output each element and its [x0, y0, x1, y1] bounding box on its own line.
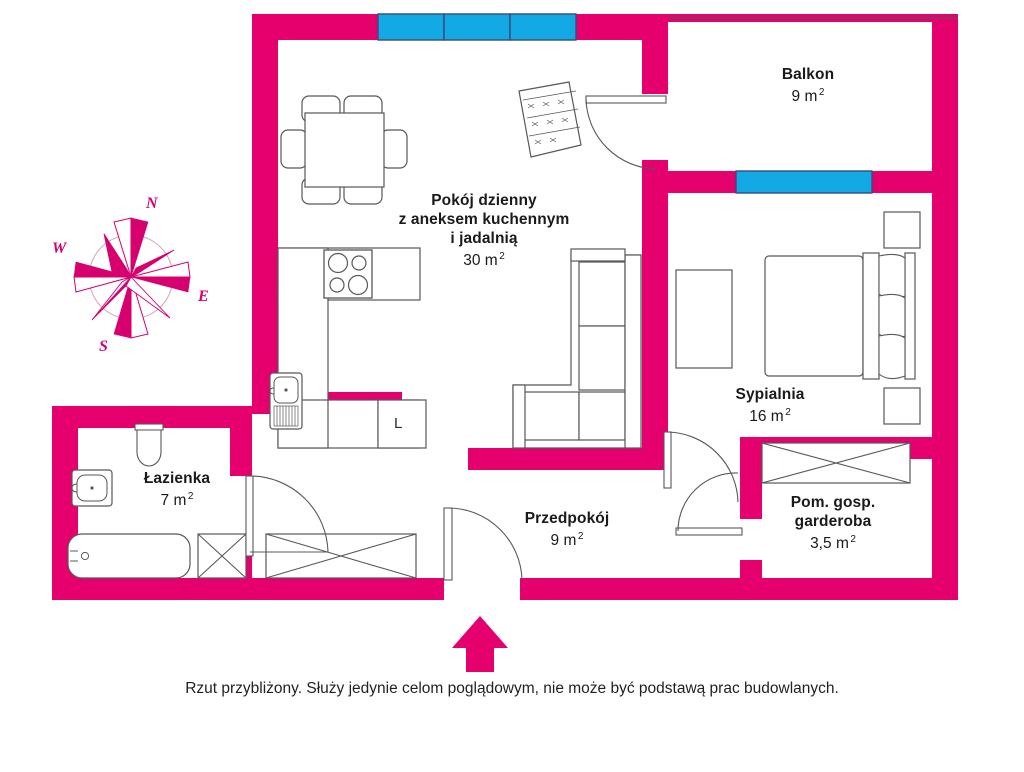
- wall-hall-bedroom: [740, 437, 762, 519]
- wardrobe-bath: [197, 533, 247, 579]
- fridge: [377, 399, 427, 449]
- compass-label-east: E: [198, 288, 209, 305]
- door-bathroom: [245, 475, 329, 557]
- nightstand-bottom: [883, 387, 921, 425]
- door-entrance: [443, 507, 523, 581]
- sofa-cushion-4: [578, 391, 626, 441]
- compass-label-west: W: [52, 240, 67, 257]
- window-living-3: [509, 13, 577, 41]
- wardrobe-hall: [265, 533, 417, 579]
- pillow-top: [878, 253, 906, 300]
- window-living-1: [377, 13, 445, 41]
- furniture-layer: [67, 81, 921, 579]
- wall-balcony-bottom-left: [668, 171, 736, 193]
- bed-base: [862, 252, 880, 380]
- window-living-2: [443, 13, 511, 41]
- door-bedroom: [663, 431, 739, 503]
- sofa-cushion-3: [521, 391, 580, 441]
- armchair: [675, 269, 733, 369]
- armchair-group: [675, 269, 733, 369]
- wall-garderoba-right: [932, 459, 958, 600]
- door-balcony: [585, 95, 667, 170]
- wall-bath-top: [52, 406, 252, 428]
- sofa-cushion-2: [578, 325, 626, 391]
- nightstand-top: [883, 211, 921, 249]
- wall-bottom-left: [52, 578, 444, 600]
- sectional-sofa-group: [512, 248, 642, 449]
- rug: [518, 81, 582, 158]
- wall-right-living-upper: [642, 14, 668, 94]
- doors-layer: [245, 95, 743, 581]
- wall-left-living: [252, 14, 278, 414]
- dining-table: [304, 112, 385, 188]
- pillow-mid: [878, 293, 906, 340]
- kitchen-sink: [269, 372, 303, 430]
- wall-right-living-lower: [642, 160, 668, 470]
- bed-headboard: [904, 252, 916, 380]
- wall-bath-right-upper: [230, 428, 252, 476]
- washbasin: [71, 469, 113, 507]
- rug-group: [518, 81, 582, 158]
- compass-label-south: S: [99, 338, 108, 355]
- walls-layer: [52, 14, 958, 600]
- bed-mattress: [764, 255, 864, 377]
- door-garderoba: [675, 472, 743, 536]
- compass-rose: [73, 217, 191, 339]
- wardrobe-garderoba: [761, 442, 911, 484]
- disclaimer-note: Rzut przybliżony. Służy jedynie celom po…: [185, 680, 839, 697]
- wall-living-bottom-mid: [468, 448, 668, 470]
- wall-bottom-right: [520, 578, 742, 600]
- wall-bedroom-right: [932, 171, 958, 459]
- fridge-label: L: [394, 415, 403, 432]
- bathroom-group: [67, 423, 247, 579]
- toilet: [134, 423, 164, 467]
- chair-right: [380, 129, 408, 169]
- sofa-back-top: [570, 248, 626, 262]
- sofa-back-right: [624, 254, 642, 449]
- sofa-cushion-1: [578, 261, 626, 327]
- entrance-arrow: [452, 616, 508, 672]
- windows-layer: [377, 13, 873, 194]
- compass-label-north: N: [146, 195, 158, 212]
- wall-kitchen-hall: [468, 448, 490, 470]
- chair-left: [280, 129, 308, 169]
- wall-hall-right: [646, 448, 668, 470]
- wall-balcony-right: [932, 14, 958, 192]
- bed-group: [764, 211, 921, 425]
- wall-garderoba-bottom: [740, 578, 958, 600]
- bathtub: [67, 533, 191, 579]
- pillow-bottom: [878, 333, 906, 380]
- window-bedroom: [735, 170, 873, 194]
- cooktop: [323, 249, 373, 299]
- dining-table-group: [280, 95, 408, 205]
- kitchen-group: [269, 247, 421, 449]
- sofa-arm-left: [512, 384, 526, 449]
